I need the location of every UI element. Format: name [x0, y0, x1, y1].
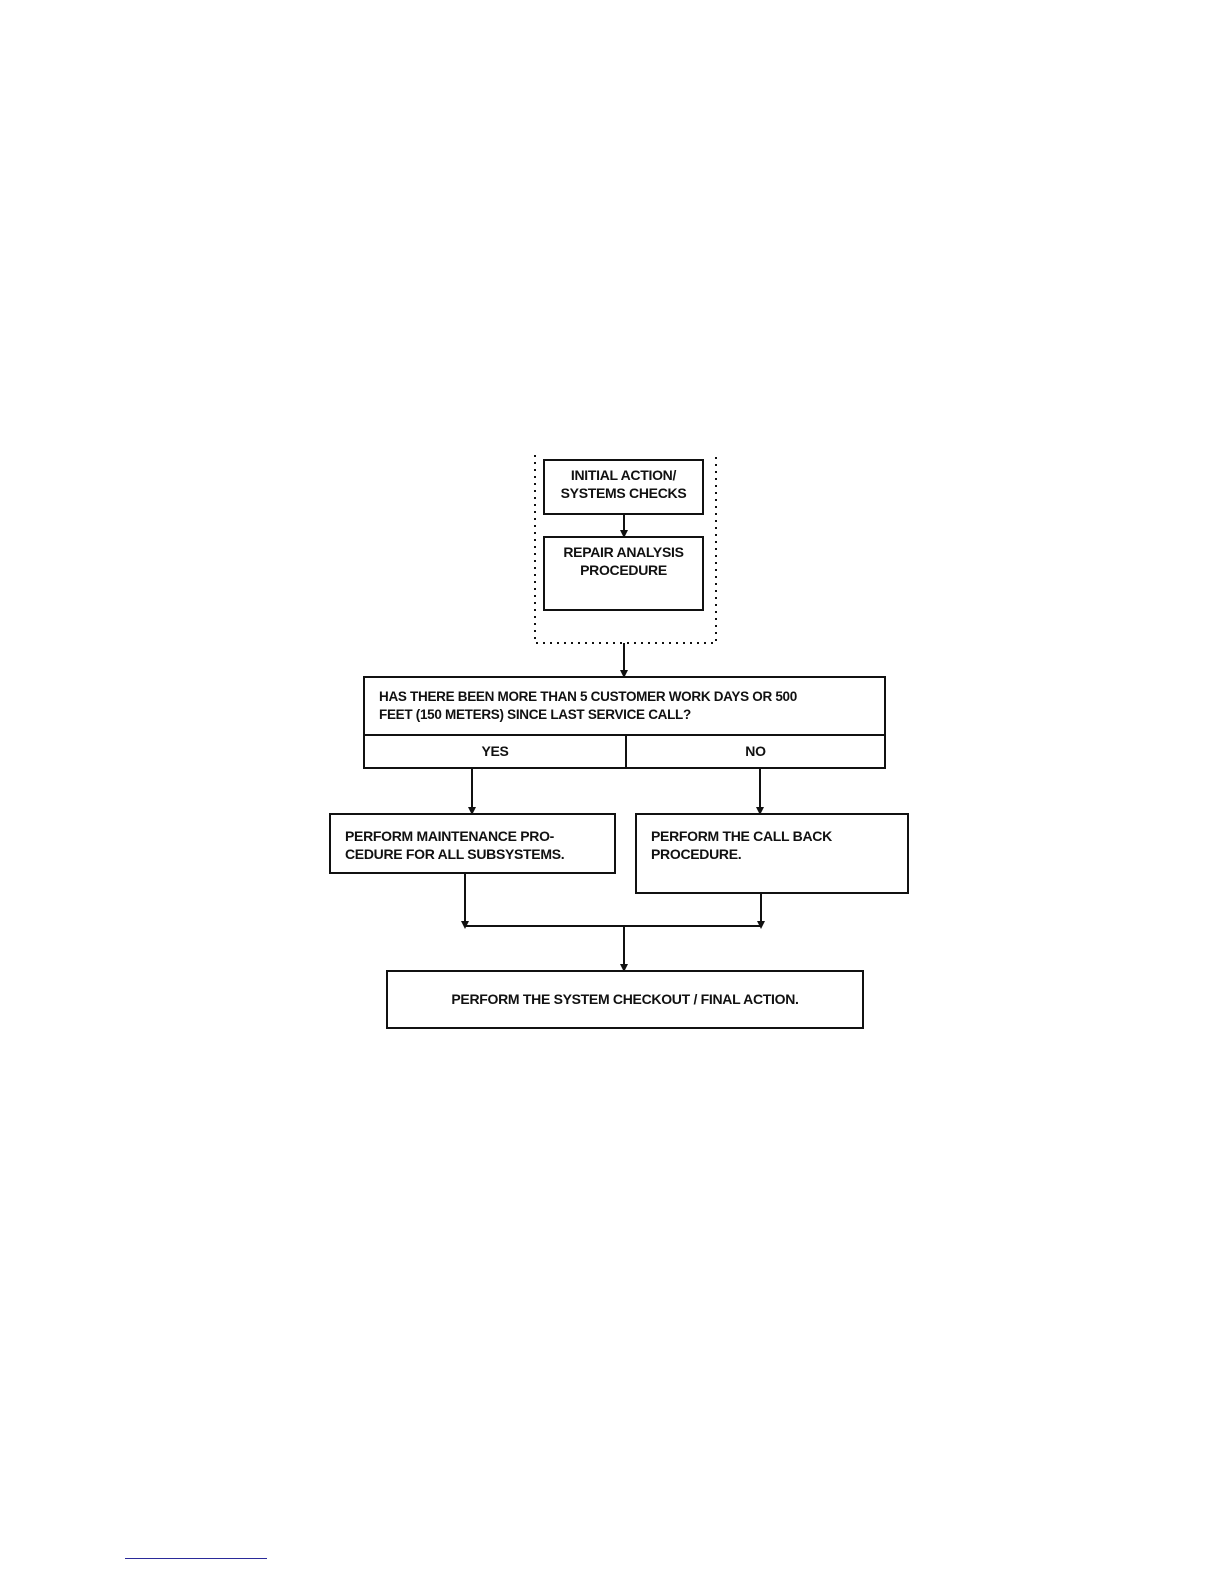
- final-action-box: PERFORM THE SYSTEM CHECKOUT / FINAL ACTI…: [386, 970, 864, 1029]
- initial-action-line2: SYSTEMS CHECKS: [545, 484, 702, 502]
- maintenance-line2: CEDURE FOR ALL SUBSYSTEMS.: [345, 845, 614, 863]
- repair-analysis-box: REPAIR ANALYSIS PROCEDURE: [543, 536, 704, 611]
- maintenance-line1: PERFORM MAINTENANCE PRO-: [345, 827, 614, 845]
- repair-analysis-line2: PROCEDURE: [545, 561, 702, 579]
- decision-no-cell: NO: [627, 736, 884, 767]
- decision-question: HAS THERE BEEN MORE THAN 5 CUSTOMER WORK…: [365, 678, 884, 736]
- footnote-rule: [125, 1558, 267, 1559]
- call-back-line1: PERFORM THE CALL BACK: [651, 827, 907, 845]
- call-back-line2: PROCEDURE.: [651, 845, 907, 863]
- maintenance-box: PERFORM MAINTENANCE PRO- CEDURE FOR ALL …: [329, 813, 616, 874]
- initial-action-line1: INITIAL ACTION/: [545, 466, 702, 484]
- decision-options-row: YES NO: [365, 736, 884, 767]
- decision-yes-cell: YES: [365, 736, 627, 767]
- decision-line1: HAS THERE BEEN MORE THAN 5 CUSTOMER WORK…: [379, 688, 884, 706]
- decision-line2: FEET (150 METERS) SINCE LAST SERVICE CAL…: [379, 706, 884, 724]
- final-action-line1: PERFORM THE SYSTEM CHECKOUT / FINAL ACTI…: [388, 972, 862, 1027]
- call-back-box: PERFORM THE CALL BACK PROCEDURE.: [635, 813, 909, 894]
- decision-box: HAS THERE BEEN MORE THAN 5 CUSTOMER WORK…: [363, 676, 886, 769]
- decision-yes-label: YES: [365, 736, 625, 767]
- initial-action-box: INITIAL ACTION/ SYSTEMS CHECKS: [543, 459, 704, 515]
- repair-analysis-line1: REPAIR ANALYSIS: [545, 543, 702, 561]
- decision-no-label: NO: [627, 736, 884, 767]
